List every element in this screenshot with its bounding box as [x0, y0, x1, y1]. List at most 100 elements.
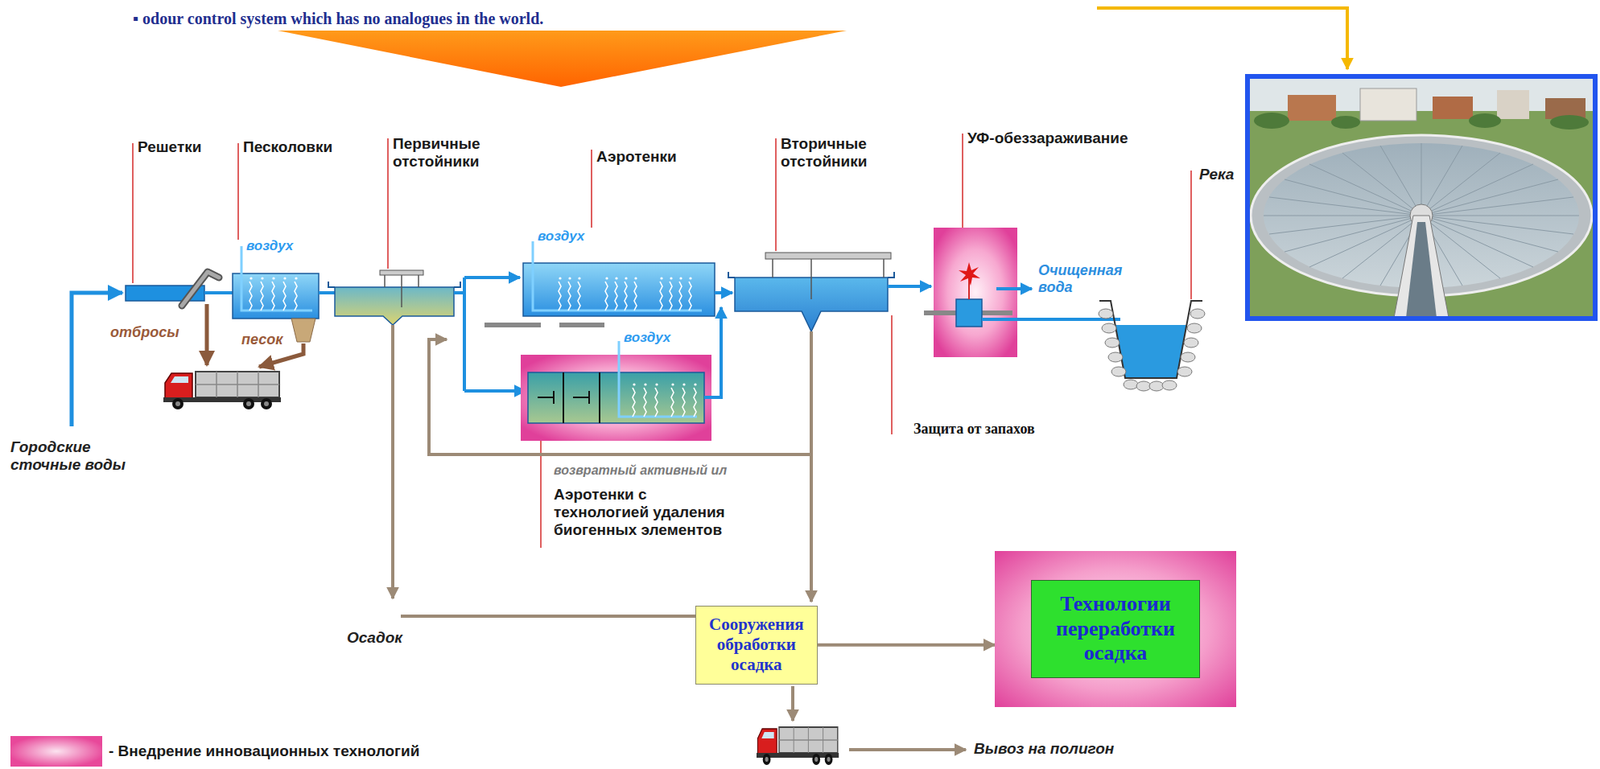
inflow-label: Городские сточные воды: [10, 438, 132, 475]
aeration-tank-part: [624, 276, 628, 311]
sludge-line: [400, 614, 702, 619]
box-text: Технологии переработки осадка: [1055, 592, 1176, 667]
bnr-tank-part: [643, 383, 648, 417]
aeration-tank-part: [688, 276, 693, 311]
flow-label: Осадок: [346, 629, 403, 648]
aeration-tank-part: [605, 276, 609, 311]
flow-label: возвратный активный ил: [553, 463, 727, 479]
aeration-tank: [523, 241, 715, 317]
inlet-pipe: [71, 292, 123, 427]
leader-lines-part: [237, 143, 240, 240]
secondary-clarifier-part: [772, 259, 884, 300]
grit-chamber-part: [232, 273, 319, 319]
return-sludge-line: [428, 331, 812, 455]
river-part-part: [1108, 352, 1123, 363]
banner-triangle: [277, 30, 847, 87]
clarifier-photo: [1247, 76, 1596, 319]
river-part-part: [1162, 380, 1177, 391]
river-part-part: [1098, 309, 1114, 319]
clarifier-photo-part-part: [1468, 113, 1502, 128]
stage-caption: Вторичные отстойники: [780, 135, 867, 171]
clarifier-photo-part-part: [1550, 115, 1589, 130]
river-part-part: [1177, 367, 1192, 377]
aeration-tank-part: [614, 276, 619, 311]
clarifier-photo-part-part: [1360, 88, 1417, 121]
grit-chamber-part: [283, 276, 287, 311]
clarifier-photo-part-part: [1406, 222, 1437, 317]
aeration-tank-part: [558, 276, 562, 311]
river-part-part: [1149, 381, 1164, 392]
aeration-tank-part: [659, 276, 664, 311]
grit-chamber-part: [241, 246, 313, 311]
leader-lines: [132, 133, 1192, 549]
bnr-tank-part: [618, 341, 697, 417]
primary-clarifier-part: [334, 287, 454, 326]
stage-caption: УФ-обеззараживание: [967, 129, 1129, 148]
uv-unit-part: [956, 299, 982, 327]
clarifier-photo-part-part-part: [1269, 215, 1422, 235]
flow-arrow: [704, 307, 722, 398]
grit-chamber-part: [249, 276, 253, 311]
disposal-arrow: [791, 686, 795, 722]
bnr-tank-part: [693, 383, 697, 417]
clarifier-photo-part-part-part: [1421, 197, 1574, 216]
clarifier-photo-part-part-part: [1342, 152, 1422, 216]
river-part-part: [1180, 352, 1196, 363]
uv-unit-part: [933, 227, 1018, 358]
bnr-tank-part: [655, 383, 659, 417]
bnr-tank-part: [537, 391, 590, 405]
uv-unit: [923, 227, 1018, 358]
river-part-part: [1123, 379, 1139, 390]
clarifier-photo-part: [1249, 78, 1593, 317]
pipe: [204, 291, 233, 295]
grey-bar: [559, 322, 605, 328]
river: [1098, 301, 1205, 392]
photo-pointer: [1096, 8, 1348, 70]
clarifier-photo-part-part-part: [1284, 179, 1422, 216]
screenings-arrow: [205, 304, 210, 366]
clarifier-photo-part-part-part: [1421, 215, 1559, 252]
sludge-arrow: [391, 325, 395, 599]
grit-chamber-part: [260, 276, 264, 311]
disposal-arrow: [849, 748, 966, 752]
leader-lines-part: [540, 441, 542, 549]
river-part: [1098, 309, 1205, 392]
process-box: Сооружения обработки осадка: [695, 606, 818, 685]
flow-arrow: [887, 284, 932, 289]
clarifier-photo-part-part-part: [1309, 215, 1422, 268]
primary-clarifier-part: [379, 270, 424, 276]
aeration-tank-part: [532, 241, 702, 311]
leader-lines-part: [590, 149, 593, 228]
clarifier-photo-part-part-part: [1421, 164, 1534, 216]
clean-water-arrow: [996, 287, 1032, 291]
clarifier-photo-part: [1247, 76, 1596, 319]
clarifier-photo-part-part-part: [1309, 164, 1422, 216]
clarifier-photo-part-part: [1496, 90, 1530, 120]
uv-unit-part: [958, 262, 981, 286]
grit-chamber-part: [294, 276, 298, 311]
clarifier-photo-part-part-part: [1269, 197, 1422, 216]
aeration-tank-part: [568, 276, 572, 311]
stage-caption: Решетки: [137, 138, 202, 157]
bnr-tank: [520, 341, 712, 442]
screen-unit-part: [181, 272, 219, 306]
air-label: воздух: [246, 238, 293, 255]
green-panel: Технологии переработки осадка: [1030, 580, 1200, 679]
leader-lines-part: [775, 138, 777, 252]
bnr-tank-part: [682, 383, 686, 417]
clarifier-photo-part-part: [1253, 112, 1290, 129]
truck: [163, 371, 281, 410]
feed-arrow: [464, 389, 526, 393]
pipe: [453, 277, 465, 392]
leader-lines-part: [1190, 170, 1192, 300]
bnr-tank-part: [632, 383, 636, 417]
river-part-part: [1101, 323, 1117, 334]
clarifier-photo-part-part-part: [1421, 145, 1463, 216]
clarifier-photo-part-part-part: [1421, 152, 1501, 216]
leader-lines-part: [961, 133, 964, 228]
bnr-tank-part: [671, 383, 675, 417]
river-part-part: [1136, 381, 1151, 392]
secondary-clarifier-part: [765, 252, 891, 260]
primary-clarifier: [328, 270, 461, 326]
